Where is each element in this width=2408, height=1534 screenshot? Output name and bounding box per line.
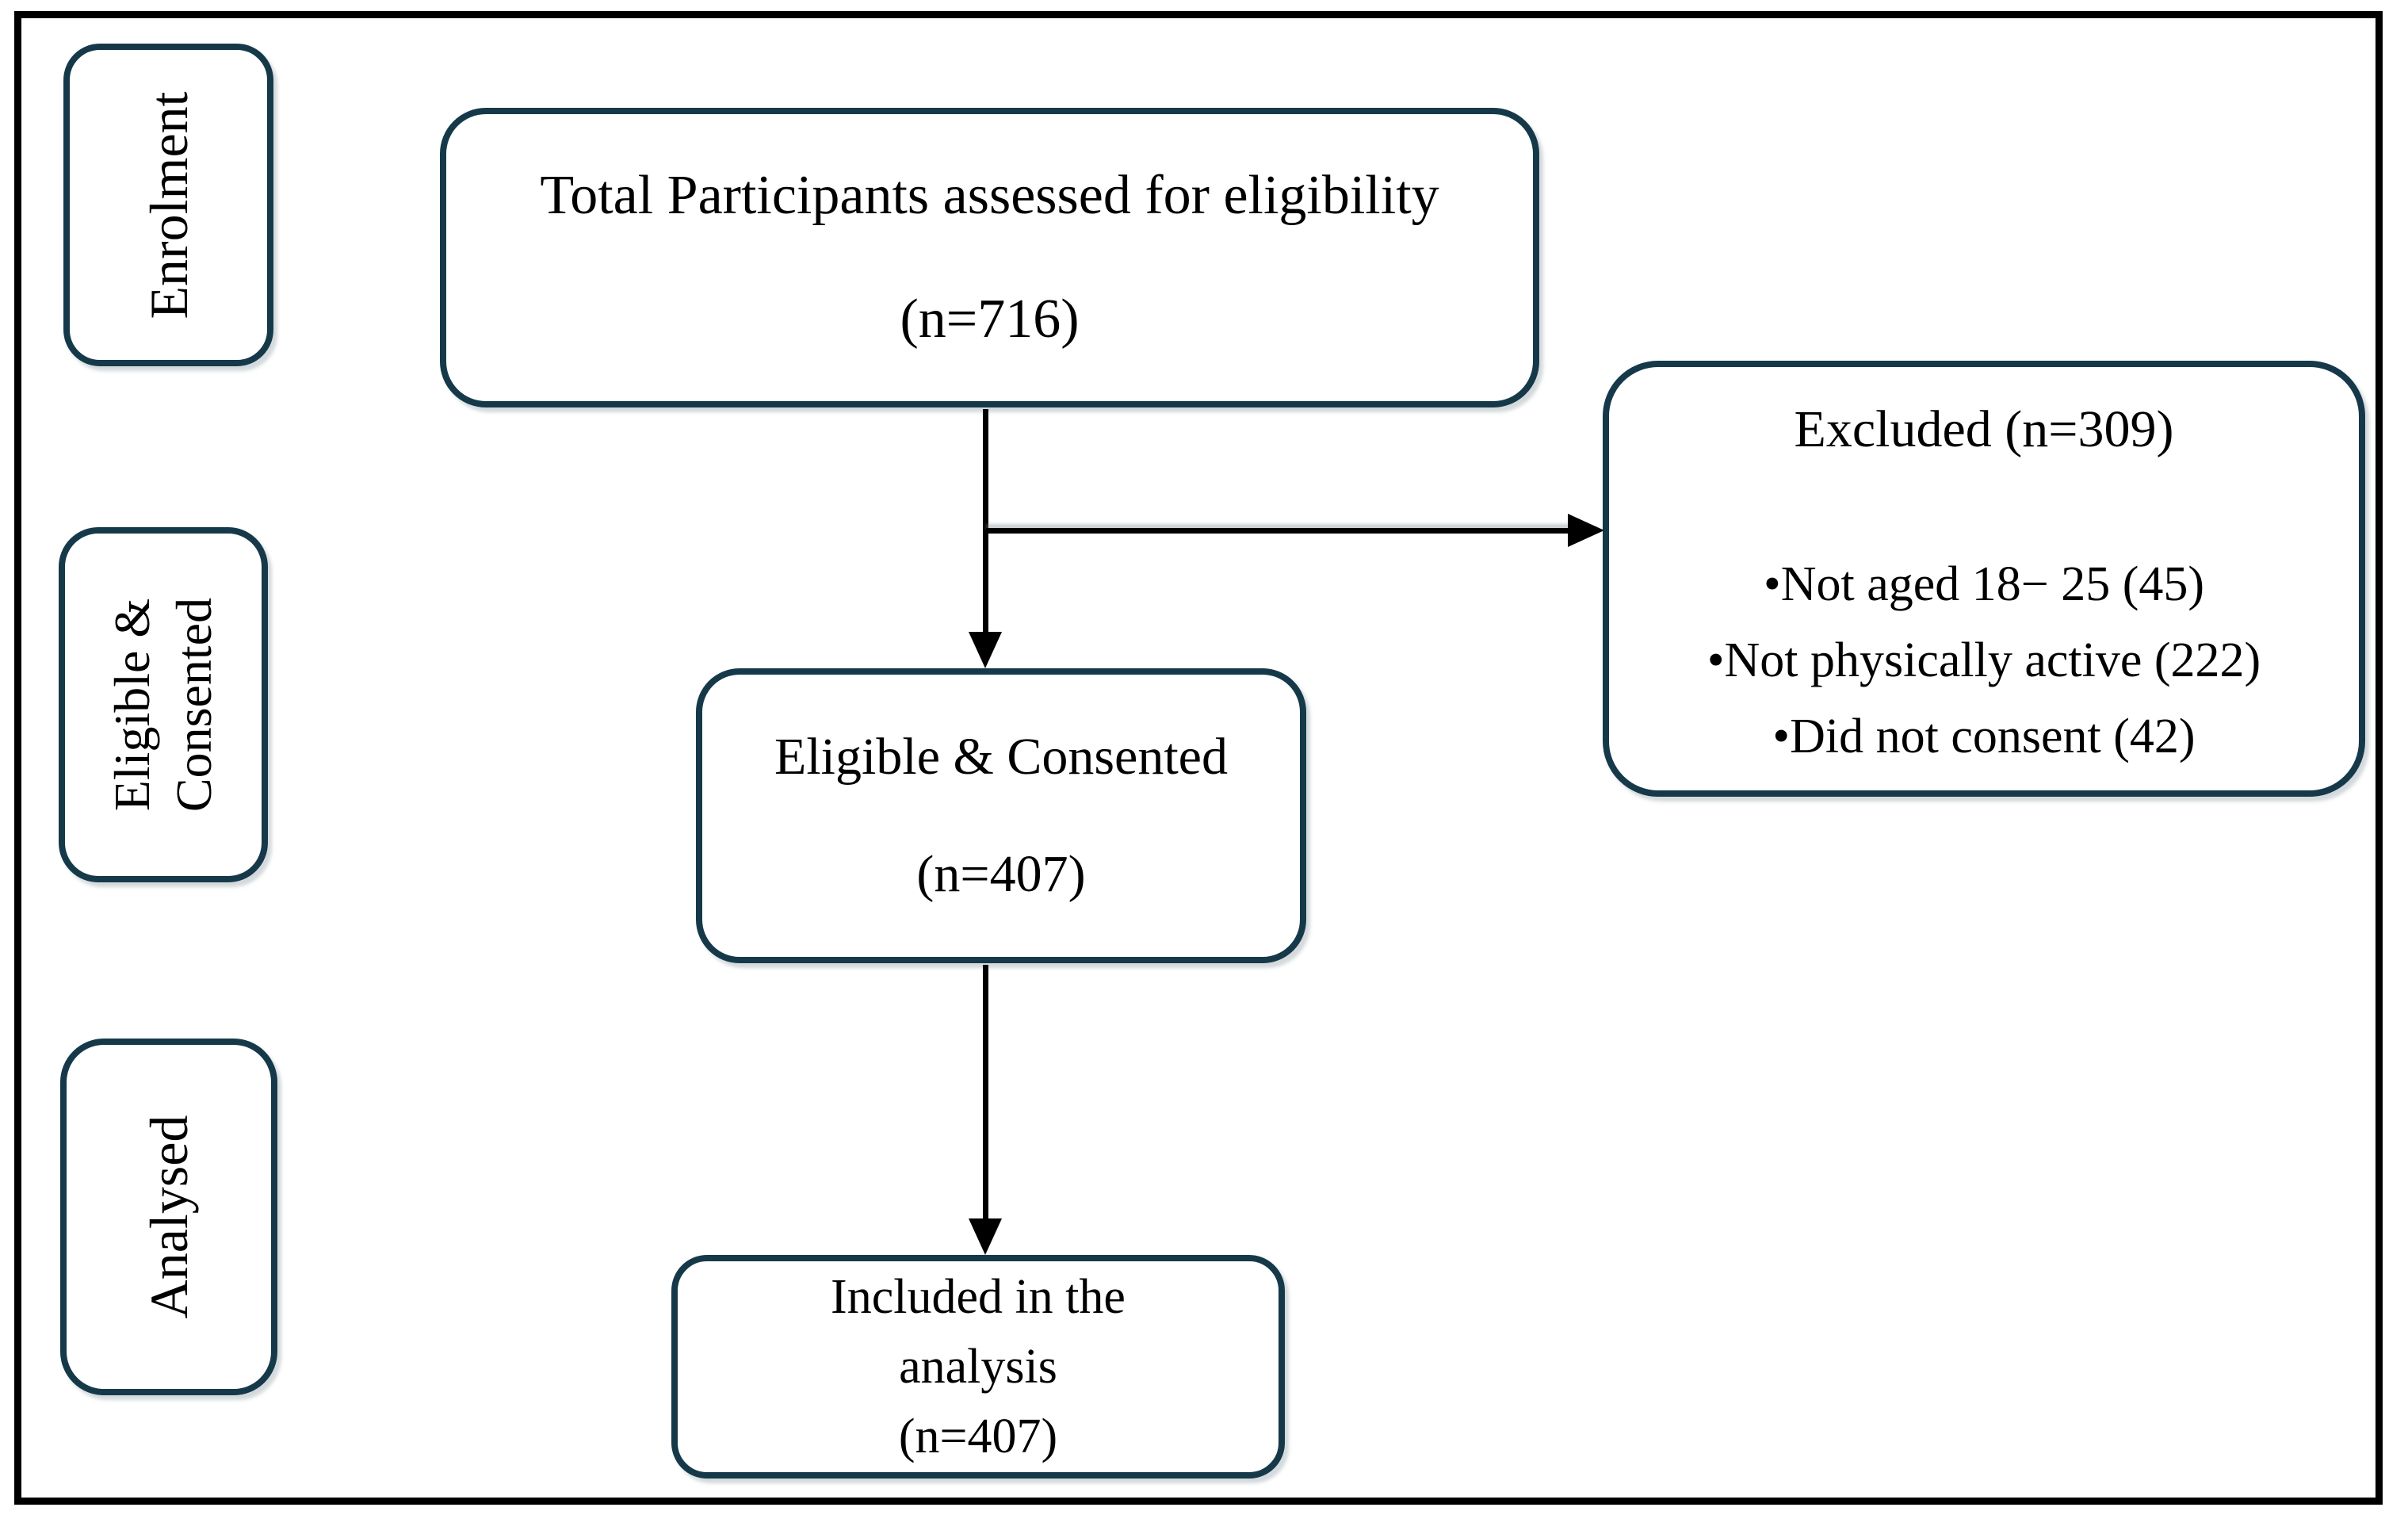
stage-box-analysed: Analysed [60, 1039, 277, 1395]
stage-label-eligible-line1: Eligible & [103, 598, 160, 812]
arrow-assessed-to-excluded-line [986, 528, 1569, 534]
excluded-reason-consent: •Did not consent (42) [1772, 709, 2196, 763]
eligible-consented-text: Eligible & Consented [774, 728, 1228, 786]
node-included-analysis: Included in the analysis (n=407) [671, 1255, 1285, 1479]
arrow-down-head-icon [969, 1218, 1002, 1255]
arrow-right-head-icon [1568, 514, 1604, 547]
included-text-line1: Included in the [831, 1270, 1126, 1324]
included-count: (n=407) [898, 1410, 1058, 1463]
arrow-assessed-to-eligible-line [983, 409, 988, 634]
excluded-reason-age: •Not aged 18− 25 (45) [1763, 557, 2204, 611]
stage-label-enrolment: Enrolment [138, 90, 199, 319]
included-text-line2: analysis [899, 1340, 1057, 1394]
arrow-eligible-to-included-line [983, 965, 988, 1220]
node-eligible-consented: Eligible & Consented (n=407) [696, 668, 1306, 963]
node-assessed-eligibility: Total Participants assessed for eligibil… [440, 108, 1539, 407]
stage-label-analysed: Analysed [138, 1115, 199, 1319]
stage-label-eligible-line2: Consented [166, 597, 222, 813]
stage-box-eligible-consented: Eligible & Consented [59, 527, 268, 882]
stage-box-enrolment: Enrolment [63, 44, 273, 366]
stage-label-eligible-consented: Eligible & Consented [101, 598, 225, 812]
excluded-title: Excluded (n=309) [1794, 400, 2174, 458]
excluded-reason-activity: •Not physically active (222) [1707, 633, 2261, 687]
node-excluded: Excluded (n=309) •Not aged 18− 25 (45) •… [1603, 361, 2365, 797]
excluded-reason-list: •Not aged 18− 25 (45) •Not physically ac… [1707, 546, 2261, 775]
assessed-text: Total Participants assessed for eligibil… [540, 165, 1439, 226]
arrow-down-head-icon [969, 632, 1002, 668]
assessed-count: (n=716) [900, 289, 1080, 350]
eligible-consented-count: (n=407) [916, 845, 1086, 903]
